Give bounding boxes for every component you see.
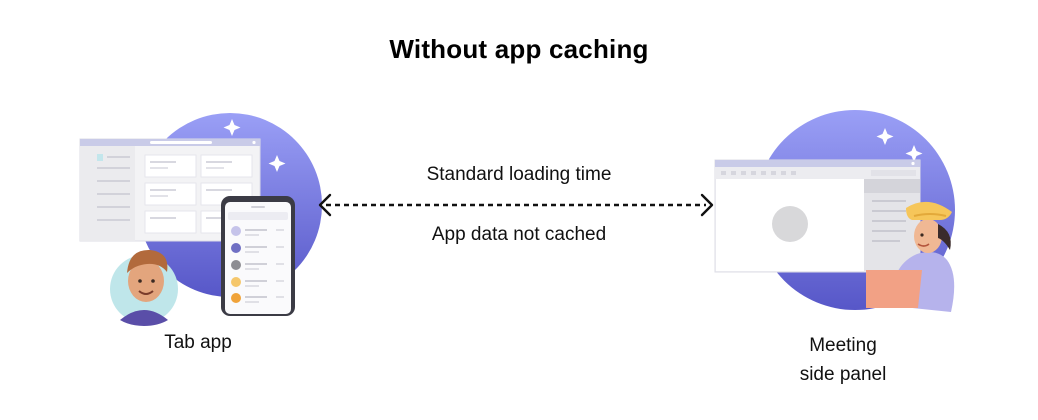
loading-time-label: Standard loading time	[426, 164, 612, 185]
meeting-window	[714, 159, 921, 273]
sparkle-icon	[905, 145, 923, 162]
diagram-title: Without app caching	[389, 34, 649, 64]
meeting-side-panel-caption: Meeting side panel	[758, 331, 928, 389]
tab-app-illustration	[79, 113, 322, 326]
mobile-phone	[221, 196, 295, 316]
desktop-window	[79, 138, 261, 242]
caption-line-1: Meeting	[809, 335, 877, 356]
cache-status-label: App data not cached	[431, 224, 607, 245]
person-illustration	[866, 201, 955, 312]
sparkle-icon	[268, 155, 286, 172]
tab-app-caption: Tab app	[164, 332, 232, 353]
arrow-bidirectional-icon	[318, 193, 714, 217]
meeting-side-panel-illustration	[714, 110, 955, 312]
placeholder-circle-icon	[772, 206, 808, 242]
sparkle-icon	[223, 119, 241, 136]
caption-line-2: side panel	[799, 364, 887, 385]
avatar-icon	[110, 249, 178, 326]
sparkle-icon	[876, 128, 894, 145]
